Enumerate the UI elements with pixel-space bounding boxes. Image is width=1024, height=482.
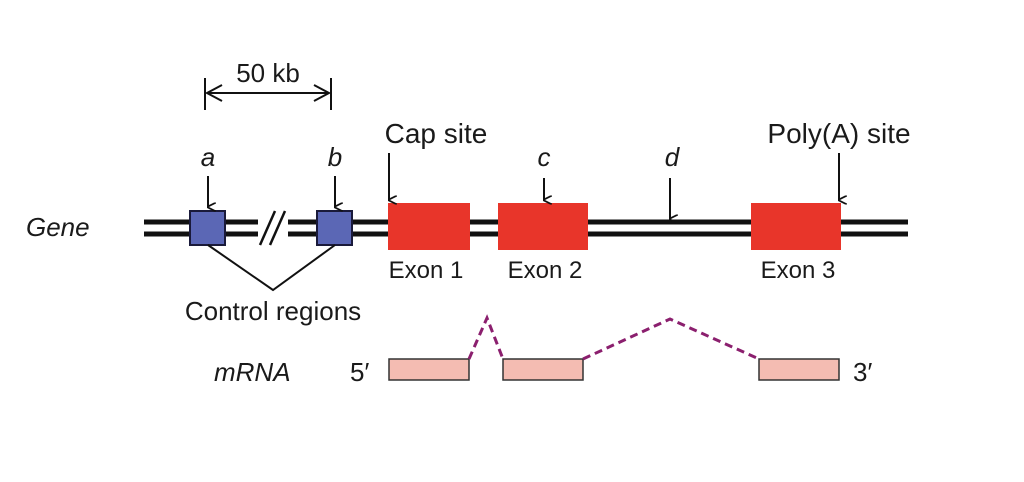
gene-label: Gene (26, 212, 90, 242)
exon-1 (388, 203, 470, 250)
scale-bar: 50 kb (204, 58, 332, 110)
mrna-exon-1 (388, 358, 470, 381)
break-mark (258, 210, 288, 246)
mrna-exon-3 (758, 358, 840, 381)
exon-3-label: Exon 3 (761, 257, 836, 284)
mrna-label: mRNA (214, 357, 291, 387)
exon-2-label: Exon 2 (508, 257, 583, 284)
exon-3 (751, 203, 841, 250)
marker-c-label: c (538, 142, 551, 172)
five-prime-label: 5′ (350, 357, 369, 387)
control-region-b (316, 210, 353, 246)
scale-bar-label: 50 kb (236, 58, 300, 88)
exon-1-label: Exon 1 (389, 257, 464, 284)
polya-site-label: Poly(A) site (767, 118, 910, 149)
marker-d-label: d (665, 142, 681, 172)
splice-intron-1 (467, 314, 505, 360)
control-regions-connector (207, 244, 336, 292)
cap-site-label: Cap site (385, 118, 488, 149)
marker-b-label: b (328, 142, 342, 172)
exon-2 (498, 203, 588, 250)
mrna-exon-2 (502, 358, 584, 381)
three-prime-label: 3′ (853, 357, 872, 387)
control-region-a (189, 210, 226, 246)
marker-a-label: a (201, 142, 215, 172)
control-regions-label: Control regions (185, 296, 361, 326)
splice-intron-2 (582, 317, 760, 361)
